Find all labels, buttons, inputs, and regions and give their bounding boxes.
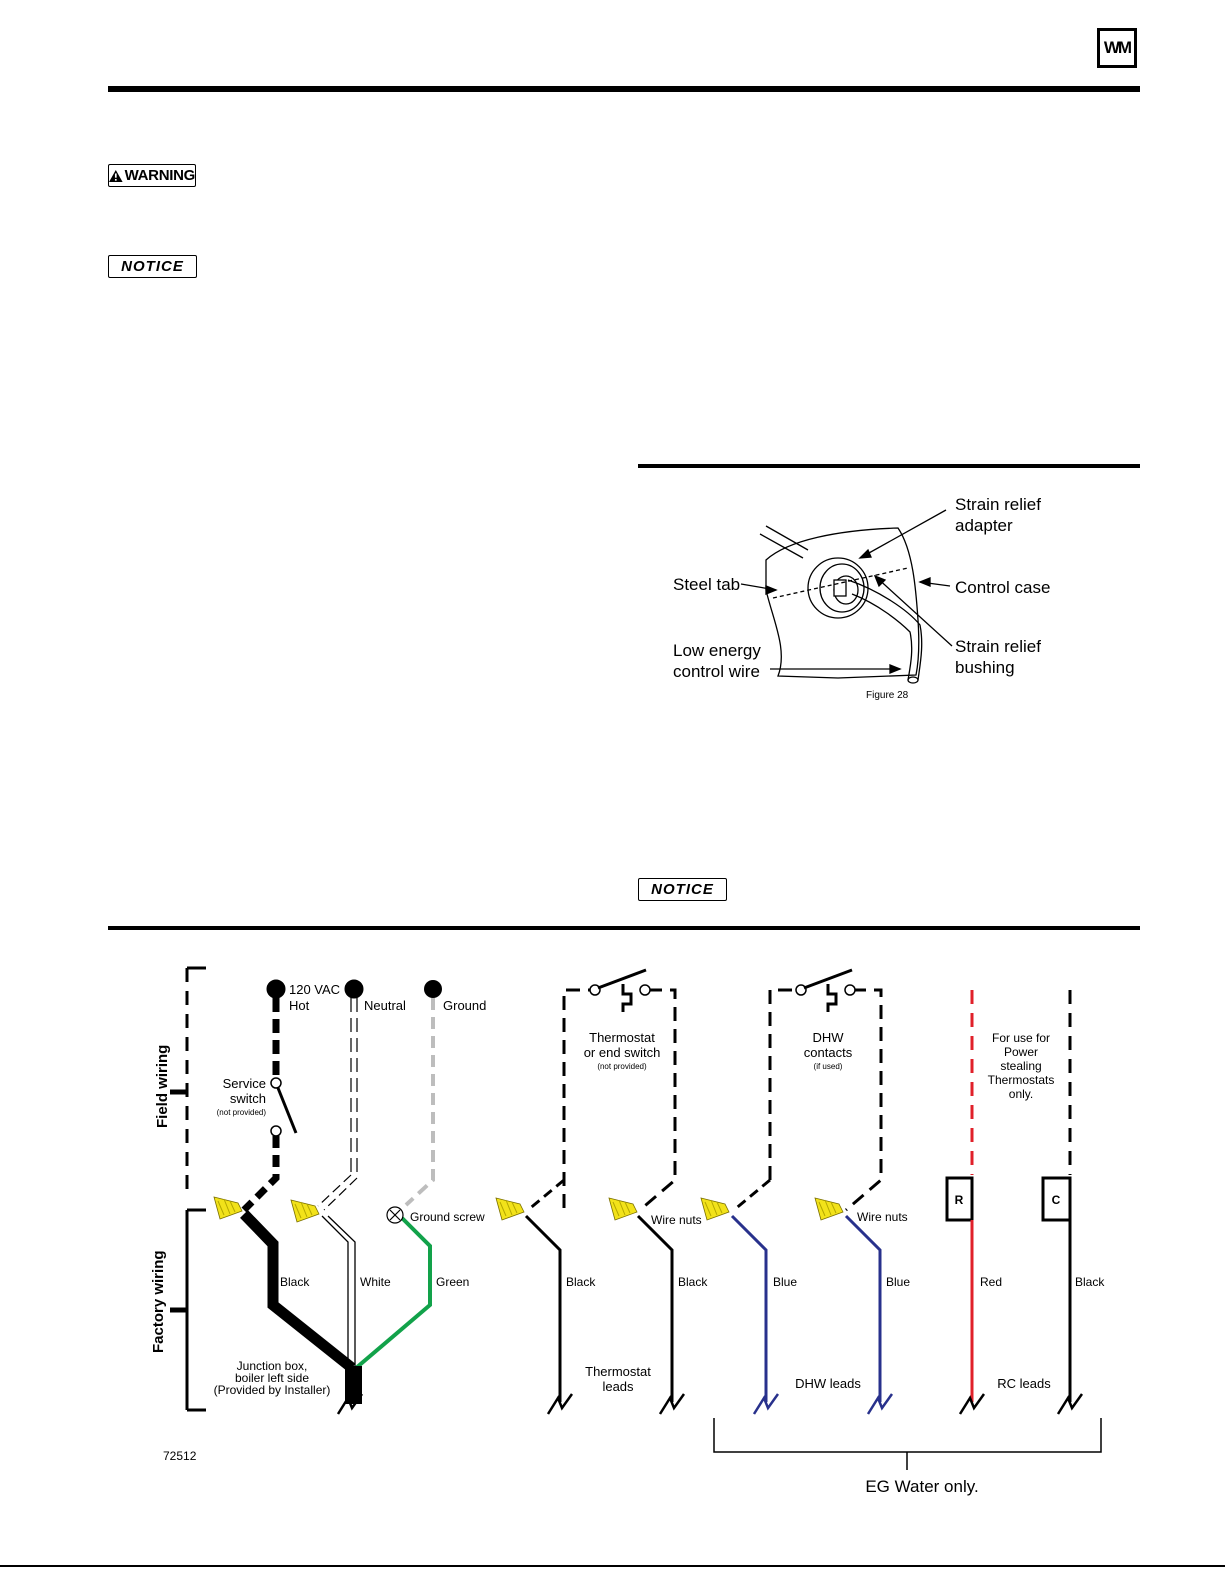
warning-triangle-icon (109, 169, 123, 182)
notice-badge-1: NOTICE (108, 255, 197, 278)
label-wire-nuts-1: Wire nuts (651, 1213, 702, 1227)
label-white: White (360, 1275, 391, 1289)
label-dhw-2: contacts (804, 1045, 853, 1060)
thermostat-wiring (524, 968, 686, 1415)
label-black-2: Black (566, 1275, 596, 1289)
label-black-3: Black (678, 1275, 708, 1289)
control-case-panel (765, 527, 920, 679)
label-power-4: Thermostats (988, 1073, 1055, 1087)
label-hot: Hot (289, 998, 310, 1013)
footer-rule (0, 1565, 1225, 1567)
label-dhw-1: DHW (812, 1030, 844, 1045)
label-dhw-leads: DHW leads (795, 1376, 861, 1391)
label-green: Green (436, 1275, 469, 1289)
dhw-wiring (730, 968, 894, 1415)
warning-label: WARNING (124, 167, 196, 184)
label-low-energy-2: control wire (673, 662, 760, 681)
label-thermostat-1: Thermostat (589, 1030, 655, 1045)
label-control-case: Control case (955, 578, 1050, 597)
label-junction-1: Junction box, (237, 1359, 308, 1373)
label-thermostat-2: or end switch (584, 1045, 661, 1060)
label-service-2: switch (230, 1091, 266, 1106)
label-thermostat-leads-2: leads (602, 1379, 634, 1394)
notice-badge-2: NOTICE (638, 878, 727, 901)
label-blue-2: Blue (886, 1275, 910, 1289)
label-junction-2: boiler left side (235, 1371, 309, 1385)
label-strain-relief-bushing-1: Strain relief (955, 637, 1041, 656)
label-black-4: Black (1075, 1275, 1105, 1289)
label-dhw-3: (if used) (814, 1062, 843, 1071)
label-red: Red (980, 1275, 1002, 1289)
hot-wire (240, 979, 356, 1373)
label-power-5: only. (1009, 1087, 1033, 1101)
neutral-wire (317, 979, 364, 1368)
label-service-3: (not provided) (217, 1108, 267, 1117)
label-rc-leads: RC leads (997, 1376, 1051, 1391)
label-ground: Ground (443, 998, 486, 1013)
label-junction-3: (Provided by Installer) (214, 1383, 331, 1397)
figure-28-strain-relief: Strain relief adapter Steel tab Control … (673, 495, 1050, 701)
wiring-diagram: Field wiring Factory wiring 120 VAC Hot … (150, 966, 1105, 1496)
label-strain-relief-adapter-1: Strain relief (955, 495, 1041, 514)
label-service-1: Service (223, 1076, 266, 1091)
label-low-energy-1: Low energy (673, 641, 761, 660)
notice-label-1: NOTICE (121, 258, 184, 275)
label-power-3: stealing (1000, 1059, 1041, 1073)
label-field-wiring: Field wiring (154, 1045, 171, 1128)
label-blue-1: Blue (773, 1275, 797, 1289)
label-neutral: Neutral (364, 998, 406, 1013)
label-strain-relief-adapter-2: adapter (955, 516, 1013, 535)
label-thermostat-leads-1: Thermostat (585, 1364, 651, 1379)
eg-water-bracket (713, 1418, 1102, 1470)
terminal-r: R (955, 1193, 964, 1207)
wm-logo: WM (1097, 28, 1137, 68)
label-black-1: Black (280, 1275, 310, 1289)
warning-badge: WARNING (108, 164, 196, 187)
label-ground-screw: Ground screw (410, 1210, 485, 1224)
junction-box-conduit (345, 1366, 362, 1404)
label-120vac: 120 VAC (289, 982, 340, 997)
figure-28-caption: Figure 28 (866, 690, 909, 701)
label-steel-tab: Steel tab (673, 575, 740, 594)
label-power-2: Power (1004, 1045, 1038, 1059)
figure-number: 72512 (163, 1449, 197, 1463)
rc-wiring (945, 990, 1084, 1415)
ground-wire (354, 980, 442, 1370)
label-power-1: For use for (992, 1031, 1050, 1045)
header-rule (108, 86, 1140, 92)
notice-label-2: NOTICE (651, 881, 714, 898)
terminal-c: C (1052, 1193, 1061, 1207)
ground-screw-icon (386, 1206, 404, 1224)
label-factory-wiring: Factory wiring (150, 1250, 167, 1353)
wiring-section-rule (108, 926, 1140, 930)
figure-28-rule (638, 464, 1140, 468)
label-eg-water: EG Water only. (865, 1477, 978, 1496)
label-thermostat-3: (not provided) (597, 1062, 647, 1071)
label-strain-relief-bushing-2: bushing (955, 658, 1015, 677)
label-wire-nuts-2: Wire nuts (857, 1210, 908, 1224)
logo-text: WM (1103, 38, 1132, 57)
